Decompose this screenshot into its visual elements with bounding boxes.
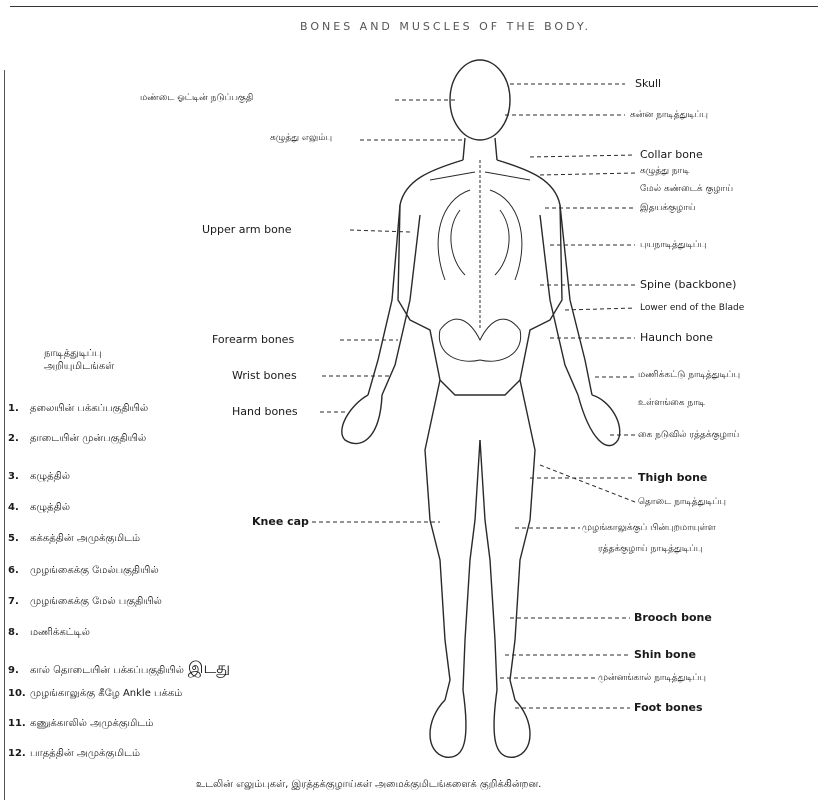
legend-number: 5. xyxy=(8,533,30,544)
head-outline xyxy=(450,60,510,140)
legend-item: 7.முழங்கைக்கு மேல் பகுதியில் xyxy=(8,596,162,608)
label-haunch: Haunch bone xyxy=(640,332,713,344)
label-hand: Hand bones xyxy=(232,406,298,418)
legend-number: 6. xyxy=(8,565,30,576)
legend-number: 11. xyxy=(8,718,30,729)
legend-heading-line-2: அறியுமிடங்கள் xyxy=(44,360,114,373)
label-blade: Lower end of the Blade xyxy=(640,303,744,313)
legend-number: 1. xyxy=(8,403,30,414)
neck-outline xyxy=(463,138,497,160)
label-popliteal-1: முழங்காலுக்குப் பின்புறமாயுள்ள xyxy=(582,523,716,533)
legend-item: 12.பாதத்தின் அமுக்குமிடம் xyxy=(8,748,140,760)
left-leg-outline xyxy=(425,380,480,700)
label-spine: Spine (backbone) xyxy=(640,279,736,291)
legend-item: 1.தலையின் பக்கப்பகுதியில் xyxy=(8,403,148,415)
label-arm-pulse: புயநாடித்துடிப்பு xyxy=(640,240,706,250)
legend-item: 3.கழுத்தில் xyxy=(8,471,70,483)
legend-item: 4.கழுத்தில் xyxy=(8,502,70,514)
label-foot: Foot bones xyxy=(634,702,703,714)
legend-text: மணிக்கட்டில் xyxy=(30,627,90,638)
legend-number: 9. xyxy=(8,665,30,676)
label-ankle-pulse: முன்னங்கால் நாடித்துடிப்பு xyxy=(598,673,706,683)
label-popliteal-2: ரத்தக்குழாய் நாடித்துடிப்பு xyxy=(598,544,702,554)
legend-heading-line-1: நாடித்துடிப்பு xyxy=(44,347,114,360)
legend-text: கழுத்தில் xyxy=(30,502,70,513)
legend-number: 7. xyxy=(8,596,30,607)
legend-number: 10. xyxy=(8,688,30,699)
right-arm-outline xyxy=(540,205,592,395)
legend-number: 12. xyxy=(8,748,30,759)
label-hand-vein: கை நடுவில் ரத்தக்குழாய் xyxy=(638,430,739,440)
label-upper-arm: Upper arm bone xyxy=(202,224,292,236)
right-leg-outline xyxy=(480,380,535,700)
legend-item: 10.முழங்காலுக்கு கீழே Ankle பக்கம் xyxy=(8,688,182,700)
label-palm-artery: உள்ளங்கை நாடி xyxy=(638,398,705,408)
right-hand-outline xyxy=(578,395,620,446)
legend-item: 2.தாடையின் முன்பகுதியில் xyxy=(8,433,146,445)
label-thigh: Thigh bone xyxy=(638,472,707,484)
left-foot-outline xyxy=(430,690,466,757)
label-brooch: Brooch bone xyxy=(634,612,712,624)
label-neck-pulse: கழுத்து நாடி xyxy=(640,166,690,176)
label-shin: Shin bone xyxy=(634,649,696,661)
label-wrist-pulse: மணிக்கட்டு நாடித்துடிப்பு xyxy=(638,370,740,380)
legend-item: 6.முழங்கைக்கு மேல்பகுதியில் xyxy=(8,565,159,577)
legend-item: 11.கணுக்காலில் அமுக்குமிடம் xyxy=(8,718,153,730)
legend-item: 8.மணிக்கட்டில் xyxy=(8,627,90,639)
left-hand-outline xyxy=(342,395,382,444)
label-collar: Collar bone xyxy=(640,149,703,161)
legend-text: தாடையின் முன்பகுதியில் xyxy=(30,433,146,444)
label-wrist: Wrist bones xyxy=(232,370,297,382)
legend-text: முழங்கைக்கு மேல்பகுதியில் xyxy=(30,565,159,576)
legend-text: முழங்காலுக்கு கீழே Ankle பக்கம் xyxy=(30,688,182,699)
legend-text: தலையின் பக்கப்பகுதியில் xyxy=(30,403,148,414)
label-knee: Knee cap xyxy=(252,516,309,528)
legend-item: 5.கக்கத்தின் அமுக்குமிடம் xyxy=(8,533,140,545)
legend-item: 9.கால் தொடையின் பக்கப்பகுதியில் இடது xyxy=(8,658,230,679)
legend-annotation: இடது xyxy=(188,658,230,677)
right-foot-outline xyxy=(494,690,530,757)
label-femoral-pulse: தொடை நாடித்துடிப்பு xyxy=(638,497,726,507)
legend-heading: நாடித்துடிப்பு அறியுமிடங்கள் xyxy=(44,347,114,373)
label-subclavian: மேல் கண்டைக் குழாய் xyxy=(640,184,733,194)
legend-number: 4. xyxy=(8,502,30,513)
label-neck: கழுத்து எலும்பு xyxy=(270,133,332,143)
legend-text: கக்கத்தின் அமுக்குமிடம் xyxy=(30,533,140,544)
label-forearm: Forearm bones xyxy=(212,334,294,346)
label-skull-mid: மண்டை ஓட்டின் நடுப்பகுதி xyxy=(140,93,253,103)
legend-text: முழங்கைக்கு மேல் பகுதியில் xyxy=(30,596,162,607)
legend-text: கால் தொடையின் பக்கப்பகுதியில் xyxy=(30,665,184,676)
legend-number: 8. xyxy=(8,627,30,638)
legend-text: கணுக்காலில் அமுக்குமிடம் xyxy=(30,718,153,729)
legend-text: கழுத்தில் xyxy=(30,471,70,482)
left-arm-outline xyxy=(368,205,420,395)
label-skull: Skull xyxy=(635,78,661,90)
label-heart-artery: இதயக்குழாய் xyxy=(640,203,696,213)
legend-number: 2. xyxy=(8,433,30,444)
diagram-caption: உடலின் எலும்புகள், இரத்தக்குழாய்கள் அமைக… xyxy=(196,779,541,791)
legend-number: 3. xyxy=(8,471,30,482)
legend-text: பாதத்தின் அமுக்குமிடம் xyxy=(30,748,140,759)
label-temple-pulse: கன்ன நாடித்துடிப்பு xyxy=(630,110,708,120)
